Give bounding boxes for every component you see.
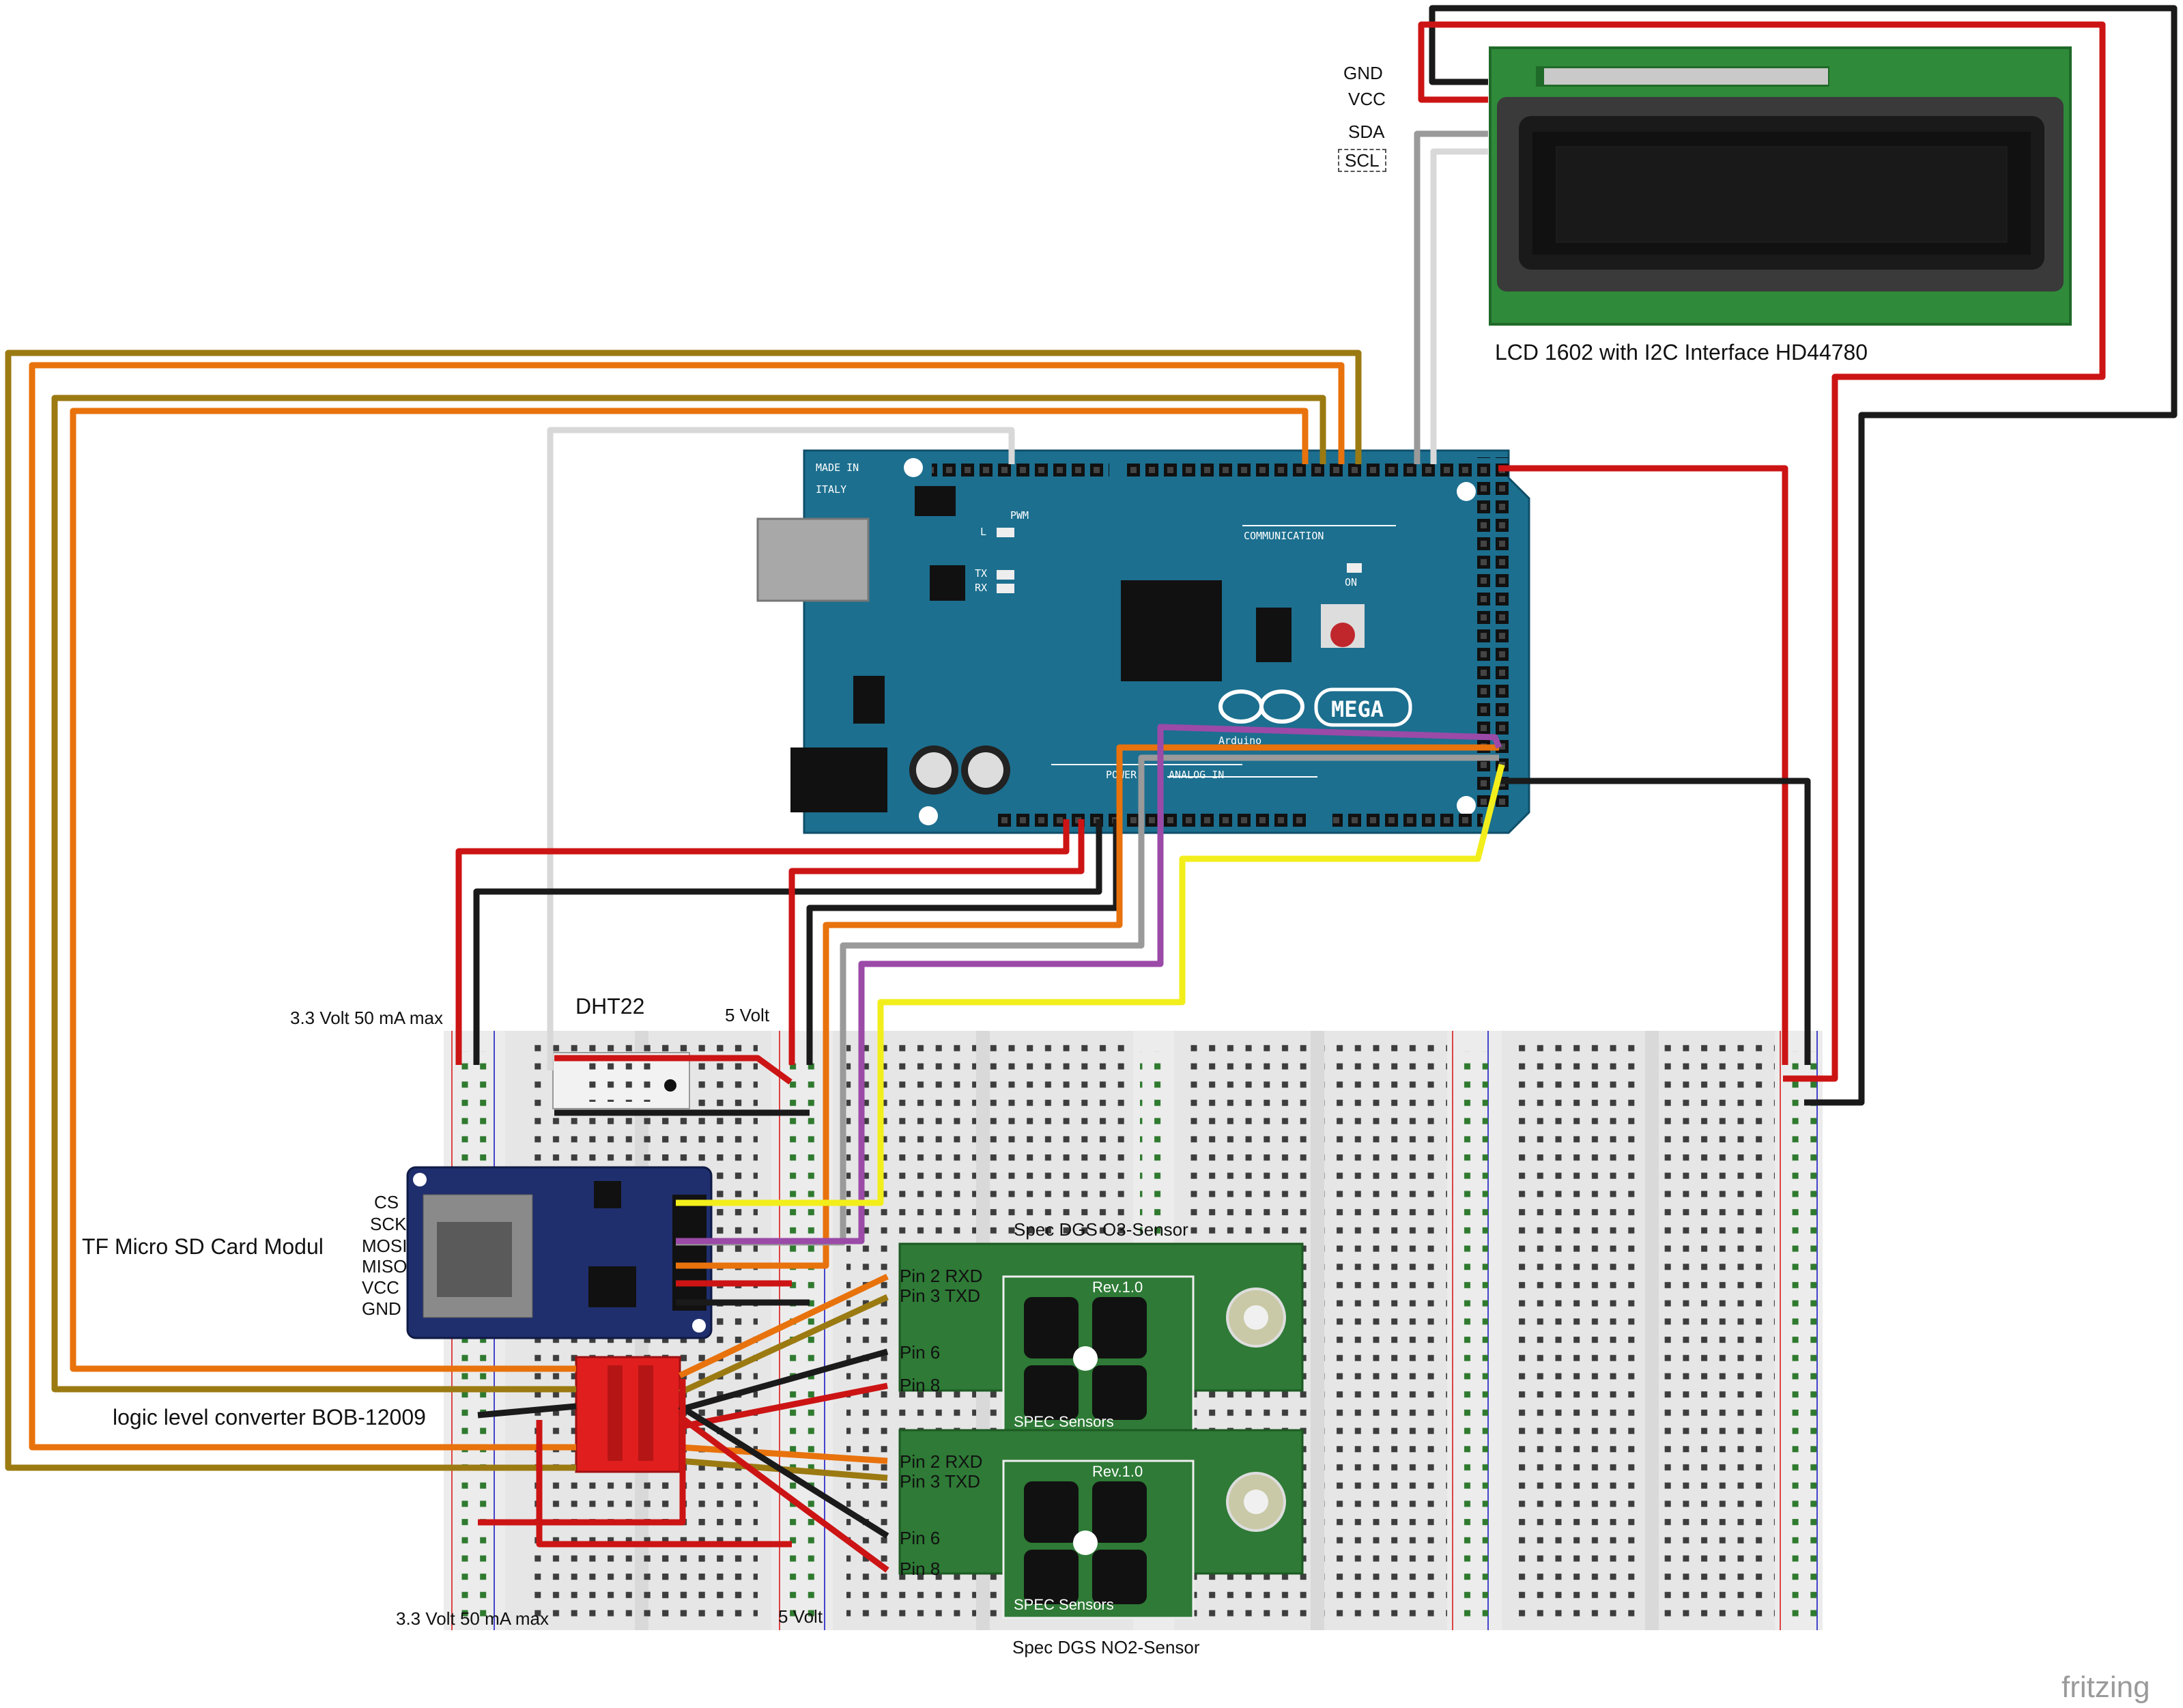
arduino-logo bbox=[1218, 687, 1412, 727]
o3-board-rev: Rev.1.0 bbox=[1092, 1279, 1143, 1296]
no2-sensor-board bbox=[898, 1429, 1304, 1619]
wire-orange-inner bbox=[70, 408, 1309, 1372]
wire-llc-black-1 bbox=[679, 1348, 889, 1413]
wire-dht-vcc bbox=[554, 1055, 793, 1085]
wire-llc-olive-1 bbox=[679, 1294, 889, 1396]
rail-5v-top-label: 5 Volt bbox=[725, 1005, 770, 1025]
wire-lcd-scl bbox=[1430, 148, 1488, 464]
sd-pin-mosi-label: MOSI bbox=[362, 1236, 408, 1256]
led-rx-label: RX bbox=[975, 582, 987, 594]
lcd-module bbox=[1489, 46, 2072, 326]
communication-label: COMMUNICATION bbox=[1244, 530, 1324, 542]
wire-llc-3v3 bbox=[478, 1379, 686, 1526]
o3-pin-txd-label: Pin 3 TXD bbox=[900, 1285, 981, 1306]
o3-pin-rxd-label: Pin 2 RXD bbox=[900, 1266, 983, 1286]
sd-module-label: TF Micro SD Card Modul bbox=[82, 1234, 324, 1259]
sd-pin-sck-label: SCK bbox=[370, 1214, 407, 1234]
led-l-label: L bbox=[980, 526, 986, 538]
sd-pin-vcc-label: VCC bbox=[362, 1277, 399, 1298]
led-tx-label: TX bbox=[975, 567, 987, 580]
sd-pin-gnd-label: GND bbox=[362, 1298, 401, 1319]
wire-llc-gnd bbox=[477, 1403, 577, 1419]
wire-orange-spi bbox=[676, 744, 1499, 1269]
rail-5v-bottom-label: 5 Volt bbox=[778, 1606, 823, 1627]
analog-in-label: ANALOG IN bbox=[1169, 769, 1224, 781]
arduino-mega-board: MADE IN ITALY MEGA PWM COMMUNICATION POW… bbox=[756, 449, 1530, 834]
logic-level-converter bbox=[575, 1356, 681, 1473]
brand-text: Arduino bbox=[1218, 735, 1261, 747]
no2-pin-txd-label: Pin 3 TXD bbox=[900, 1471, 981, 1492]
wire-llc-red-2 bbox=[678, 1414, 889, 1573]
wire-purple-spi-end bbox=[676, 1238, 865, 1244]
wire-arduino-gnd-rail bbox=[1498, 778, 1811, 1065]
sd-pin-miso-label: MISO bbox=[362, 1256, 408, 1277]
wire-arduino-5v-rail bbox=[1498, 465, 1788, 1065]
wire-purple-spi bbox=[858, 724, 1502, 1240]
wire-lcd-sda bbox=[1414, 130, 1488, 464]
o3-sensor-label: Spec DGS O3-Sensor bbox=[1014, 1219, 1188, 1240]
lcd-header-pins bbox=[1544, 68, 1828, 85]
pwm-label: PWM bbox=[1010, 509, 1029, 522]
fritzing-watermark: fritzing bbox=[2061, 1670, 2150, 1704]
wire-yellow-spi bbox=[676, 763, 1505, 1206]
wire-llc-orange-1 bbox=[679, 1273, 889, 1379]
rail-3v3-top-label: 3.3 Volt 50 mA max bbox=[290, 1008, 444, 1028]
wire-llc-black-2 bbox=[678, 1404, 889, 1539]
country-text: ITALY bbox=[816, 483, 846, 496]
o3-board-brand: SPEC Sensors bbox=[1014, 1413, 1114, 1430]
wire-gnd-mid bbox=[806, 819, 1119, 1065]
wire-gnd-left bbox=[473, 819, 1102, 1065]
lcd-pin-sda-label: SDA bbox=[1348, 122, 1385, 142]
no2-pin-6-label: Pin 6 bbox=[900, 1528, 941, 1548]
led-on-label: ON bbox=[1345, 576, 1357, 588]
no2-board-rev: Rev.1.0 bbox=[1092, 1463, 1143, 1480]
o3-pin-8-label: Pin 8 bbox=[900, 1375, 941, 1395]
wire-llc-orange-2 bbox=[679, 1444, 888, 1464]
dht22-label: DHT22 bbox=[575, 994, 645, 1019]
no2-board-brand: SPEC Sensors bbox=[1014, 1596, 1114, 1613]
lcd-pin-gnd-label: GND bbox=[1343, 63, 1383, 83]
wire-3v3 bbox=[455, 819, 1070, 1065]
lcd-pin-vcc-label: VCC bbox=[1348, 89, 1386, 109]
o3-sensor-board bbox=[898, 1242, 1304, 1435]
level-converter-label: logic level converter BOB-12009 bbox=[113, 1405, 426, 1429]
wire-dht22-data bbox=[547, 427, 1015, 1070]
dht22-sensor bbox=[552, 1052, 690, 1109]
made-in-text: MADE IN bbox=[816, 461, 859, 474]
lcd-pin-scl-label: SCL bbox=[1338, 149, 1386, 172]
wires bbox=[5, 5, 2178, 1573]
no2-sensor-label: Spec DGS NO2-Sensor bbox=[1012, 1637, 1200, 1657]
no2-pin-rxd-label: Pin 2 RXD bbox=[900, 1451, 983, 1472]
wire-orange-outer bbox=[29, 362, 1345, 1451]
rail-3v3-bottom-label: 3.3 Volt 50 mA max bbox=[396, 1608, 550, 1629]
model-text: MEGA bbox=[1331, 696, 1384, 722]
wire-lcd-gnd bbox=[1429, 5, 2178, 1106]
o3-pin-6-label: Pin 6 bbox=[900, 1342, 941, 1363]
wire-llc-5v bbox=[536, 1420, 792, 1548]
wire-olive-outer bbox=[5, 350, 1362, 1471]
wire-olive-inner bbox=[51, 395, 1326, 1393]
sd-pin-cs-label: CS bbox=[374, 1192, 399, 1212]
lcd-title: LCD 1602 with I2C Interface HD44780 bbox=[1495, 340, 1868, 365]
wire-5v bbox=[788, 819, 1085, 1065]
sd-card-module bbox=[406, 1166, 713, 1339]
wire-lcd-vcc bbox=[1418, 21, 2106, 1082]
wire-llc-red-1 bbox=[679, 1382, 888, 1430]
no2-pin-8-label: Pin 8 bbox=[900, 1558, 941, 1579]
